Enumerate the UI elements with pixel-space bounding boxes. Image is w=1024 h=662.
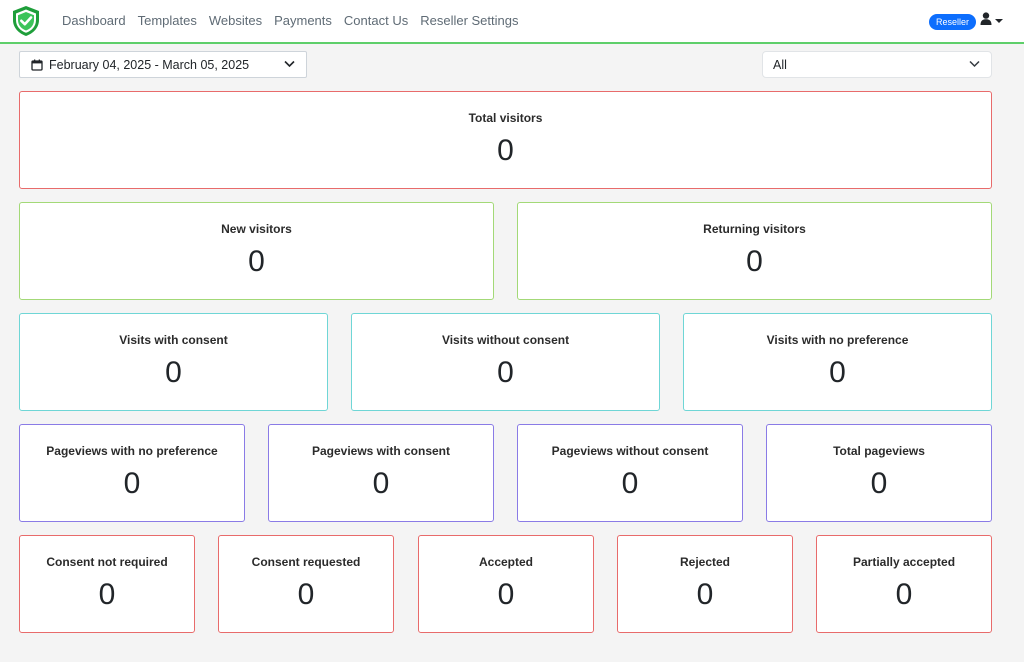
card-value: 0 [696,578,714,611]
website-select-value: All [773,57,787,72]
date-range-picker[interactable]: February 04, 2025 - March 05, 2025 [19,51,307,78]
nav-reseller-settings[interactable]: Reseller Settings [420,13,519,28]
visits-no-preference-card: Visits with no preference 0 [683,313,992,411]
card-title: Pageviews with consent [311,444,451,458]
card-value: 0 [497,134,514,167]
user-menu-dropdown[interactable] [980,12,1003,30]
card-title: Pageviews with no preference [46,444,218,458]
nav-links: Dashboard Templates Websites Payments Co… [62,13,519,28]
nav-dashboard[interactable]: Dashboard [62,13,126,28]
card-value: 0 [497,578,515,611]
card-value: 0 [248,245,265,278]
reseller-badge: Reseller [929,14,977,30]
card-value: 0 [497,356,514,389]
card-value: 0 [621,467,639,500]
total-pageviews-card: Total pageviews 0 [766,424,992,522]
card-value: 0 [870,467,888,500]
card-value: 0 [98,578,116,611]
pageviews-without-consent-card: Pageviews without consent 0 [517,424,743,522]
card-value: 0 [123,467,141,500]
card-value: 0 [165,356,182,389]
website-select[interactable]: All [762,51,992,78]
nav-websites[interactable]: Websites [208,13,263,28]
accepted-card: Accepted 0 [418,535,594,633]
card-title: Total visitors [468,111,543,125]
card-value: 0 [829,356,846,389]
card-title: Consent requested [251,555,361,569]
card-value: 0 [746,245,763,278]
card-value: 0 [895,578,913,611]
pageviews-with-consent-card: Pageviews with consent 0 [268,424,494,522]
card-title: Rejected [679,555,731,569]
user-icon [980,12,992,30]
card-title: Pageviews without consent [551,444,709,458]
chevron-down-icon [969,60,980,68]
visits-with-consent-card: Visits with consent 0 [19,313,328,411]
partially-accepted-card: Partially accepted 0 [816,535,992,633]
rejected-card: Rejected 0 [617,535,793,633]
nav-templates[interactable]: Templates [137,13,197,28]
calendar-icon [31,59,43,71]
new-visitors-card: New visitors 0 [19,202,494,300]
returning-visitors-card: Returning visitors 0 [517,202,992,300]
card-title: Returning visitors [703,222,806,236]
card-value: 0 [372,467,390,500]
card-title: Accepted [478,555,534,569]
nav-payments[interactable]: Payments [274,13,332,28]
card-title: New visitors [221,222,292,236]
card-title: Visits with consent [119,333,228,347]
card-title: Visits with no preference [766,333,909,347]
nav-contact-us[interactable]: Contact Us [343,13,409,28]
pageviews-no-preference-card: Pageviews with no preference 0 [19,424,245,522]
card-title: Visits without consent [441,333,570,347]
visits-without-consent-card: Visits without consent 0 [351,313,660,411]
date-range-text: February 04, 2025 - March 05, 2025 [49,57,250,72]
total-visitors-card: Total visitors 0 [19,91,992,189]
top-navbar: Dashboard Templates Websites Payments Co… [0,0,1024,44]
card-title: Partially accepted [852,555,956,569]
consent-requested-card: Consent requested 0 [218,535,394,633]
consent-not-required-card: Consent not required 0 [19,535,195,633]
card-value: 0 [297,578,315,611]
caret-down-icon [995,19,1003,23]
card-title: Consent not required [46,555,168,569]
card-title: Total pageviews [833,444,925,458]
chevron-down-icon [284,60,295,68]
shield-check-icon[interactable] [11,5,41,37]
